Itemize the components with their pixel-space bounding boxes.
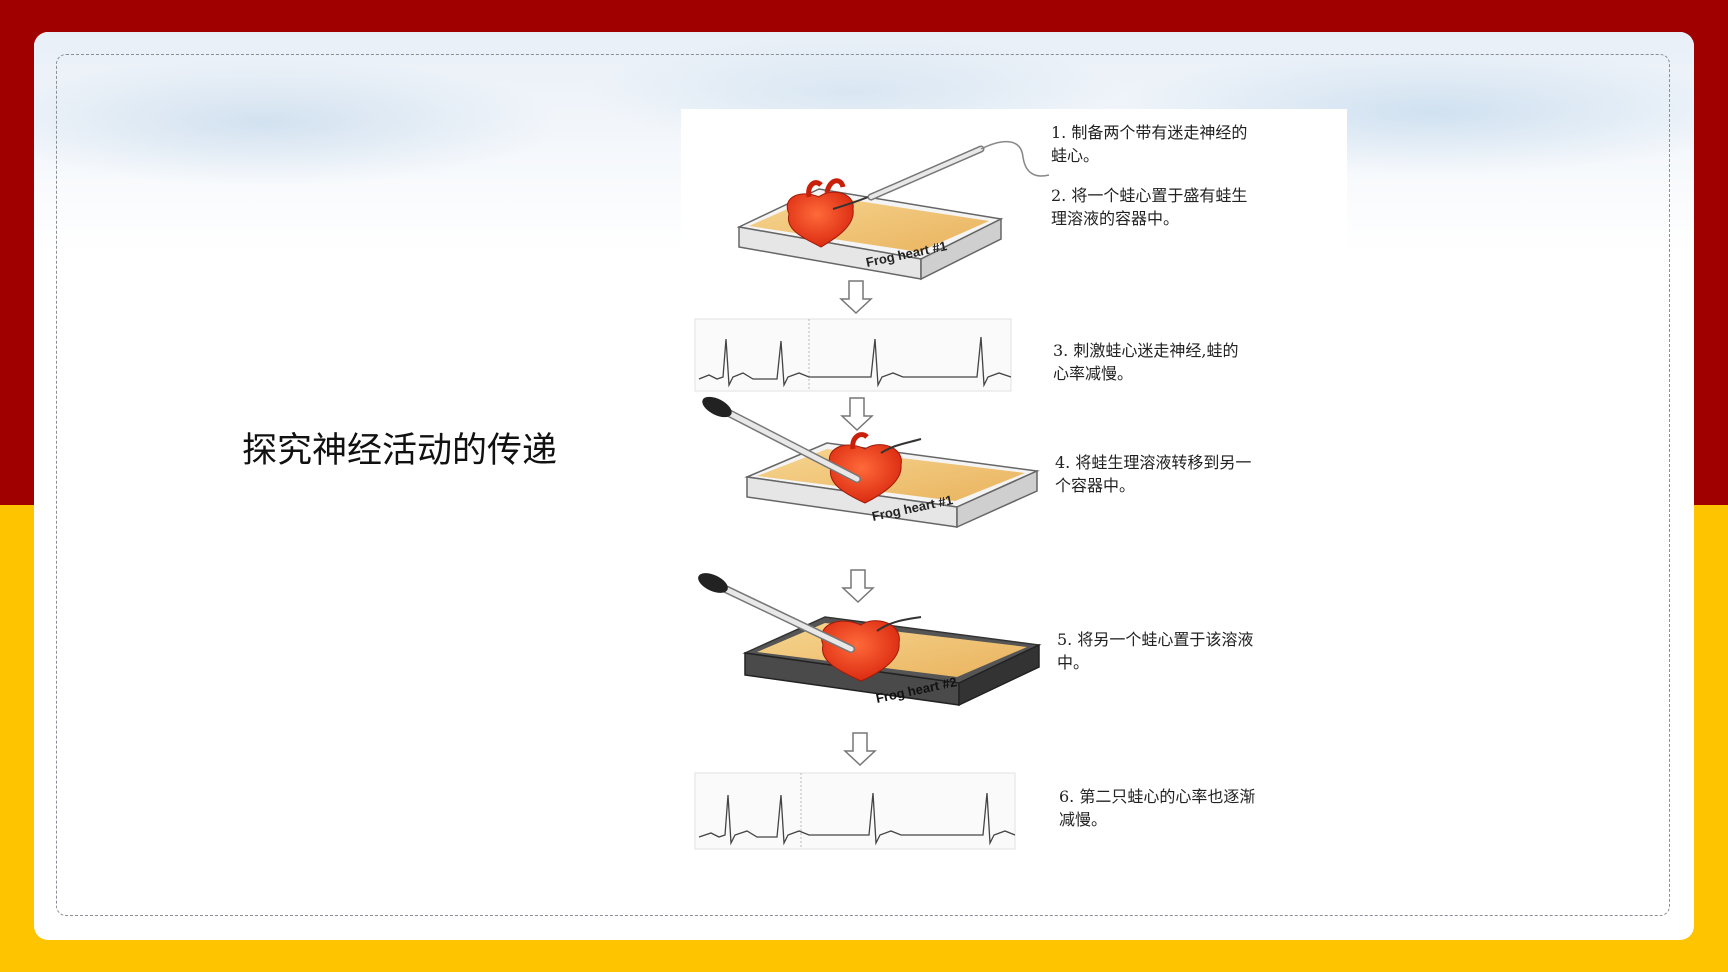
down-arrow-2: [840, 397, 874, 432]
down-arrow-3: [841, 569, 875, 604]
container-3: Frog heart #2: [698, 573, 1042, 707]
container-2: Frog heart #1: [702, 396, 1040, 529]
experiment-figure: Frog heart #1: [681, 109, 1347, 901]
experiment-illustration: Frog heart #1: [694, 141, 1050, 850]
step-1-text: 1. 制备两个带有迷走神经的蛙心。: [1051, 123, 1248, 165]
slide-card: 探究神经活动的传递: [34, 32, 1694, 940]
dashed-frame: [56, 54, 1670, 916]
step-6-text: 6. 第二只蛙心的心率也逐渐减慢。: [1059, 787, 1256, 829]
ecg-trace-1: [694, 318, 1012, 392]
step-3-text: 3. 刺激蛙心迷走神经,蛙的心率减慢。: [1053, 341, 1239, 383]
step-4-text: 4. 将蛙生理溶液转移到另一个容器中。: [1055, 453, 1252, 495]
down-arrow-4: [843, 732, 877, 767]
step-2-text: 2. 将一个蛙心置于盛有蛙生理溶液的容器中。: [1051, 186, 1248, 228]
ecg-trace-2: [694, 772, 1016, 850]
step-5-text: 5. 将另一个蛙心置于该溶液中。: [1057, 630, 1254, 672]
down-arrow-1: [839, 280, 873, 315]
container-1: Frog heart #1: [736, 141, 1050, 281]
slide-title: 探究神经活动的传递: [242, 431, 558, 471]
